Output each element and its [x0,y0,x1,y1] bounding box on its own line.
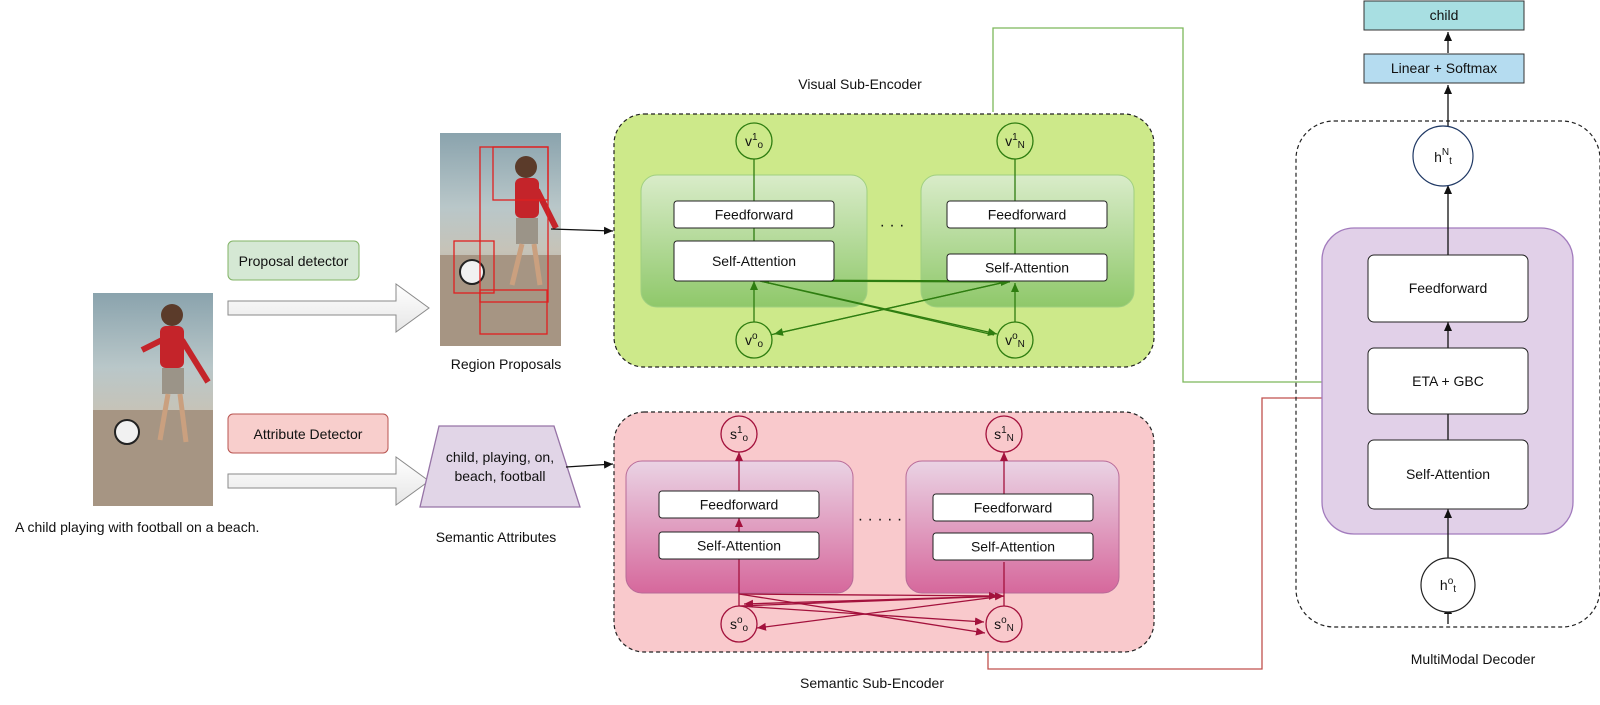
visual-left-attention [673,240,835,282]
visual-right-attention-label: Self-Attention [985,260,1069,276]
decoder-fusion-label: ETA + GBC [1412,373,1484,389]
semantic-left-feedforward-label: Feedforward [700,497,779,513]
semantic-attributes-box [419,425,581,508]
visual-input-right-label: voN [1005,331,1025,350]
semantic-output-right-label: s1N [994,425,1014,444]
decoder-h-top-label: hNt [1434,147,1452,167]
attribute-arrow [227,456,430,506]
visual-right-attention [946,253,1108,282]
input-caption: A child playing with football on a beach… [15,519,259,535]
proposal-arrow [227,283,430,333]
semantic-output-left-node [720,415,758,453]
semantic-left-attention [658,531,820,560]
region-to-visual-arrow [550,226,614,235]
semantic-attributes-line2: beach, football [454,468,545,484]
semantic-input-right-label: soN [994,615,1014,634]
visual-left-attention-label: Self-Attention [712,253,796,269]
decoder-title: MultiModal Decoder [1411,651,1536,667]
decoder-fusion [1367,347,1529,415]
decoder-attention [1367,439,1529,510]
decoder-attention-label: Self-Attention [1406,466,1490,482]
visual-encoder-title: Visual Sub-Encoder [798,76,922,92]
semantic-to-decoder-connector [987,394,1368,670]
linear-softmax-label: Linear + Softmax [1391,60,1497,76]
region-proposals-photo [440,133,561,346]
semantic-input-left-node [720,605,758,643]
semantic-output-right-node [985,415,1023,453]
semantic-output-left-label: s1o [730,425,749,444]
semantic-attention-arrows [738,591,1005,636]
semantic-right-feedforward [932,493,1094,522]
semantic-right-attention [932,532,1094,561]
attributes-to-semantic-arrow [565,460,614,469]
semantic-input-right-node [985,605,1023,643]
region-proposals-caption: Region Proposals [451,356,562,372]
semantic-right-attention-label: Self-Attention [971,539,1055,555]
decoder-h-bottom-label: hot [1440,576,1456,595]
proposal-detector-label: Proposal detector [239,253,349,269]
semantic-block-right [905,460,1120,594]
visual-right-feedforward [946,200,1108,229]
semantic-input-left-label: soo [730,615,749,634]
proposal-detector-box [227,240,360,281]
semantic-attributes-caption: Semantic Attributes [436,529,557,545]
visual-output-right-node [996,122,1034,160]
attribute-detector-box [227,413,389,454]
output-word-box [1363,0,1525,31]
output-word-label: child [1430,7,1459,23]
decoder-feedforward [1367,254,1529,323]
visual-block-right [920,174,1135,308]
decoder-h-top-node [1412,125,1474,187]
decoder-feedforward-label: Feedforward [1409,280,1488,296]
visual-left-feedforward-label: Feedforward [715,207,794,223]
visual-output-right-label: v1N [1005,132,1025,151]
visual-to-decoder-connector [992,27,1368,386]
visual-input-right-node [996,321,1034,359]
visual-input-left-label: voo [745,331,764,350]
input-photo [93,293,213,506]
linear-softmax-box [1363,53,1525,84]
visual-right-feedforward-label: Feedforward [988,207,1067,223]
semantic-attributes-line1: child, playing, on, [446,449,554,465]
semantic-right-feedforward-label: Feedforward [974,500,1053,516]
decoder-h-bottom-node [1420,557,1476,613]
visual-output-left-node [735,122,773,160]
semantic-left-feedforward [658,490,820,519]
visual-input-left-node [735,321,773,359]
semantic-ellipsis: · · · · · [858,511,902,528]
visual-left-feedforward [673,200,835,229]
attribute-detector-label: Attribute Detector [254,426,363,442]
visual-ellipsis: · · · [880,217,905,234]
semantic-left-attention-label: Self-Attention [697,538,781,554]
semantic-encoder-title: Semantic Sub-Encoder [800,675,944,691]
visual-output-left-label: v1o [745,132,764,151]
